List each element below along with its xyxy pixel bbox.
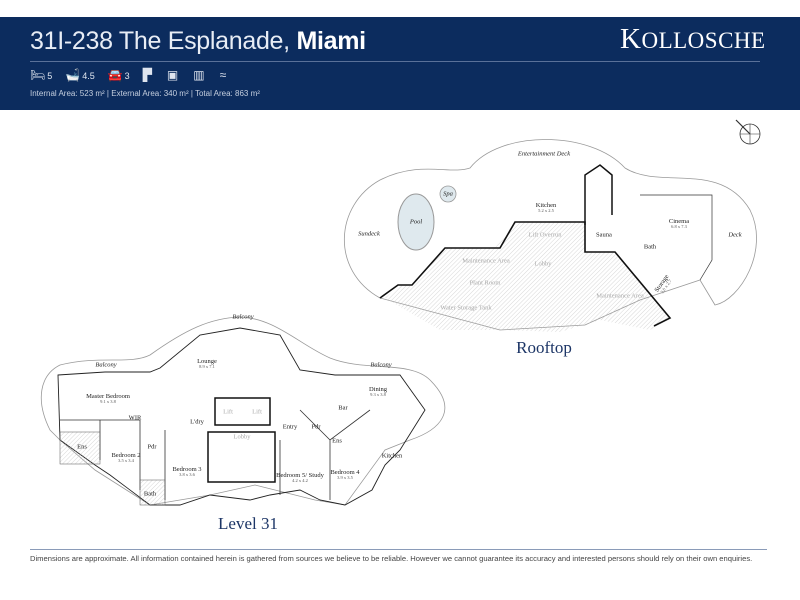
- room-name: Bedroom 4: [330, 468, 360, 476]
- room-name: Bedroom 2: [111, 451, 141, 459]
- room-label: WIR: [128, 414, 142, 422]
- room-name: Master Bedroom: [86, 392, 130, 400]
- area-summary: Internal Area: 523 m² | External Area: 3…: [30, 89, 260, 98]
- room-label: Pdr: [147, 443, 157, 451]
- room-name: Bedroom 3: [172, 465, 202, 473]
- room-label: Lift: [252, 408, 262, 416]
- cars-feature: 🚘3: [108, 68, 130, 82]
- room-dimensions: 4.2 x 4.2: [292, 478, 308, 484]
- room-label: L'dry: [190, 418, 204, 426]
- room-label: Bath: [143, 490, 157, 498]
- baths-feature: 🛁4.5: [65, 68, 94, 82]
- room-label: Balcony: [232, 313, 254, 321]
- level31-title: Level 31: [218, 514, 278, 533]
- room-label: Bath: [643, 243, 657, 251]
- room-label: Entry: [282, 423, 298, 431]
- room-label: Maintenance Area: [462, 257, 510, 265]
- beds-count: 5: [47, 71, 53, 81]
- room-label: Spa: [443, 190, 453, 198]
- room-label: Lobby: [534, 260, 552, 268]
- spa-shape: [439, 185, 457, 203]
- room-label: Ens: [77, 443, 87, 451]
- level31-outline: [40, 316, 446, 506]
- room-dimensions: 6.8 x 7.3: [671, 224, 687, 230]
- room-label: Lift: [223, 408, 233, 416]
- room-label: Plant Room: [469, 279, 501, 287]
- cars-count: 3: [124, 71, 130, 81]
- room-name: Lounge: [197, 357, 217, 365]
- pool-shape: [397, 193, 435, 251]
- room-dimensions: 9.1 x 3.8: [100, 399, 116, 405]
- compass-icon: [735, 119, 761, 145]
- room-dimensions: 5.2 x 2.5: [538, 208, 554, 214]
- room-label: Sauna: [596, 231, 612, 239]
- room-label: Kitchen: [381, 452, 403, 460]
- room-label: Sundeck: [358, 230, 380, 238]
- beds-feature: 🛏5: [30, 68, 52, 82]
- floor-plans: Entertainment Deck Spa Pool Sundeck Kitc…: [0, 110, 800, 540]
- study-icon: ▛: [142, 68, 152, 82]
- room-name: Cinema: [668, 217, 690, 225]
- property-city: Miami: [296, 27, 366, 55]
- header-divider: [30, 61, 760, 62]
- media-icon: ▣: [166, 68, 179, 82]
- stair-core: [207, 431, 276, 483]
- room-label: Pdr: [311, 423, 321, 431]
- room-dimensions: 9.3 x 3.8: [370, 392, 386, 398]
- room-label: Water Storage Tank: [440, 304, 492, 312]
- rooftop-walls: [379, 221, 672, 327]
- room-name: Bedroom 5/ Study: [276, 471, 324, 479]
- room-label: Pool: [409, 218, 423, 226]
- room-label: Balcony: [95, 361, 117, 369]
- feature-icons: 🛏5 🛁4.5 🚘3 ▛ ▣ ▥ ≈: [30, 68, 228, 82]
- room-name: Dining: [368, 385, 388, 393]
- room-label: Entertainment Deck: [517, 150, 571, 158]
- room-label: Balcony: [370, 361, 392, 369]
- lift-core: [214, 397, 271, 426]
- room-label: Maintenance Area: [596, 292, 644, 300]
- bath-icon: 🛁: [65, 68, 81, 82]
- disclaimer: Dimensions are approximate. All informat…: [30, 554, 753, 563]
- room-dimensions: 8.9 x 7.1: [199, 364, 215, 370]
- room-name: Kitchen: [535, 201, 557, 209]
- brand-logo: KOLLOSCHE: [620, 23, 766, 55]
- baths-count: 4.5: [82, 71, 95, 81]
- car-icon: 🚘: [107, 68, 123, 82]
- rooftop-service-area: [385, 222, 670, 332]
- floor-plan-drawing: [40, 119, 761, 506]
- room-dimensions: 3.5 x 3.4: [118, 458, 134, 464]
- storage-icon: ▥: [193, 68, 205, 82]
- bed-icon: 🛏: [30, 68, 46, 82]
- room-label: Lift Overrun: [528, 231, 562, 239]
- footer-divider: [30, 549, 767, 550]
- room-dimensions: 3.9 x 3.5: [337, 475, 353, 481]
- rooftop-title: Rooftop: [516, 338, 572, 357]
- room-label: Ens: [332, 437, 342, 445]
- property-title: 31I-238 The Esplanade, Miami: [30, 27, 366, 56]
- room-label: Bar: [338, 404, 348, 412]
- room-dimensions: 3.8 x 3.6: [179, 472, 195, 478]
- room-label: Deck: [728, 231, 742, 239]
- pool-icon: ≈: [219, 68, 227, 82]
- property-address: 31I-238 The Esplanade,: [30, 27, 297, 55]
- header-banner: 31I-238 The Esplanade, Miami KOLLOSCHE 🛏…: [0, 17, 800, 110]
- room-label: Lobby: [233, 433, 251, 441]
